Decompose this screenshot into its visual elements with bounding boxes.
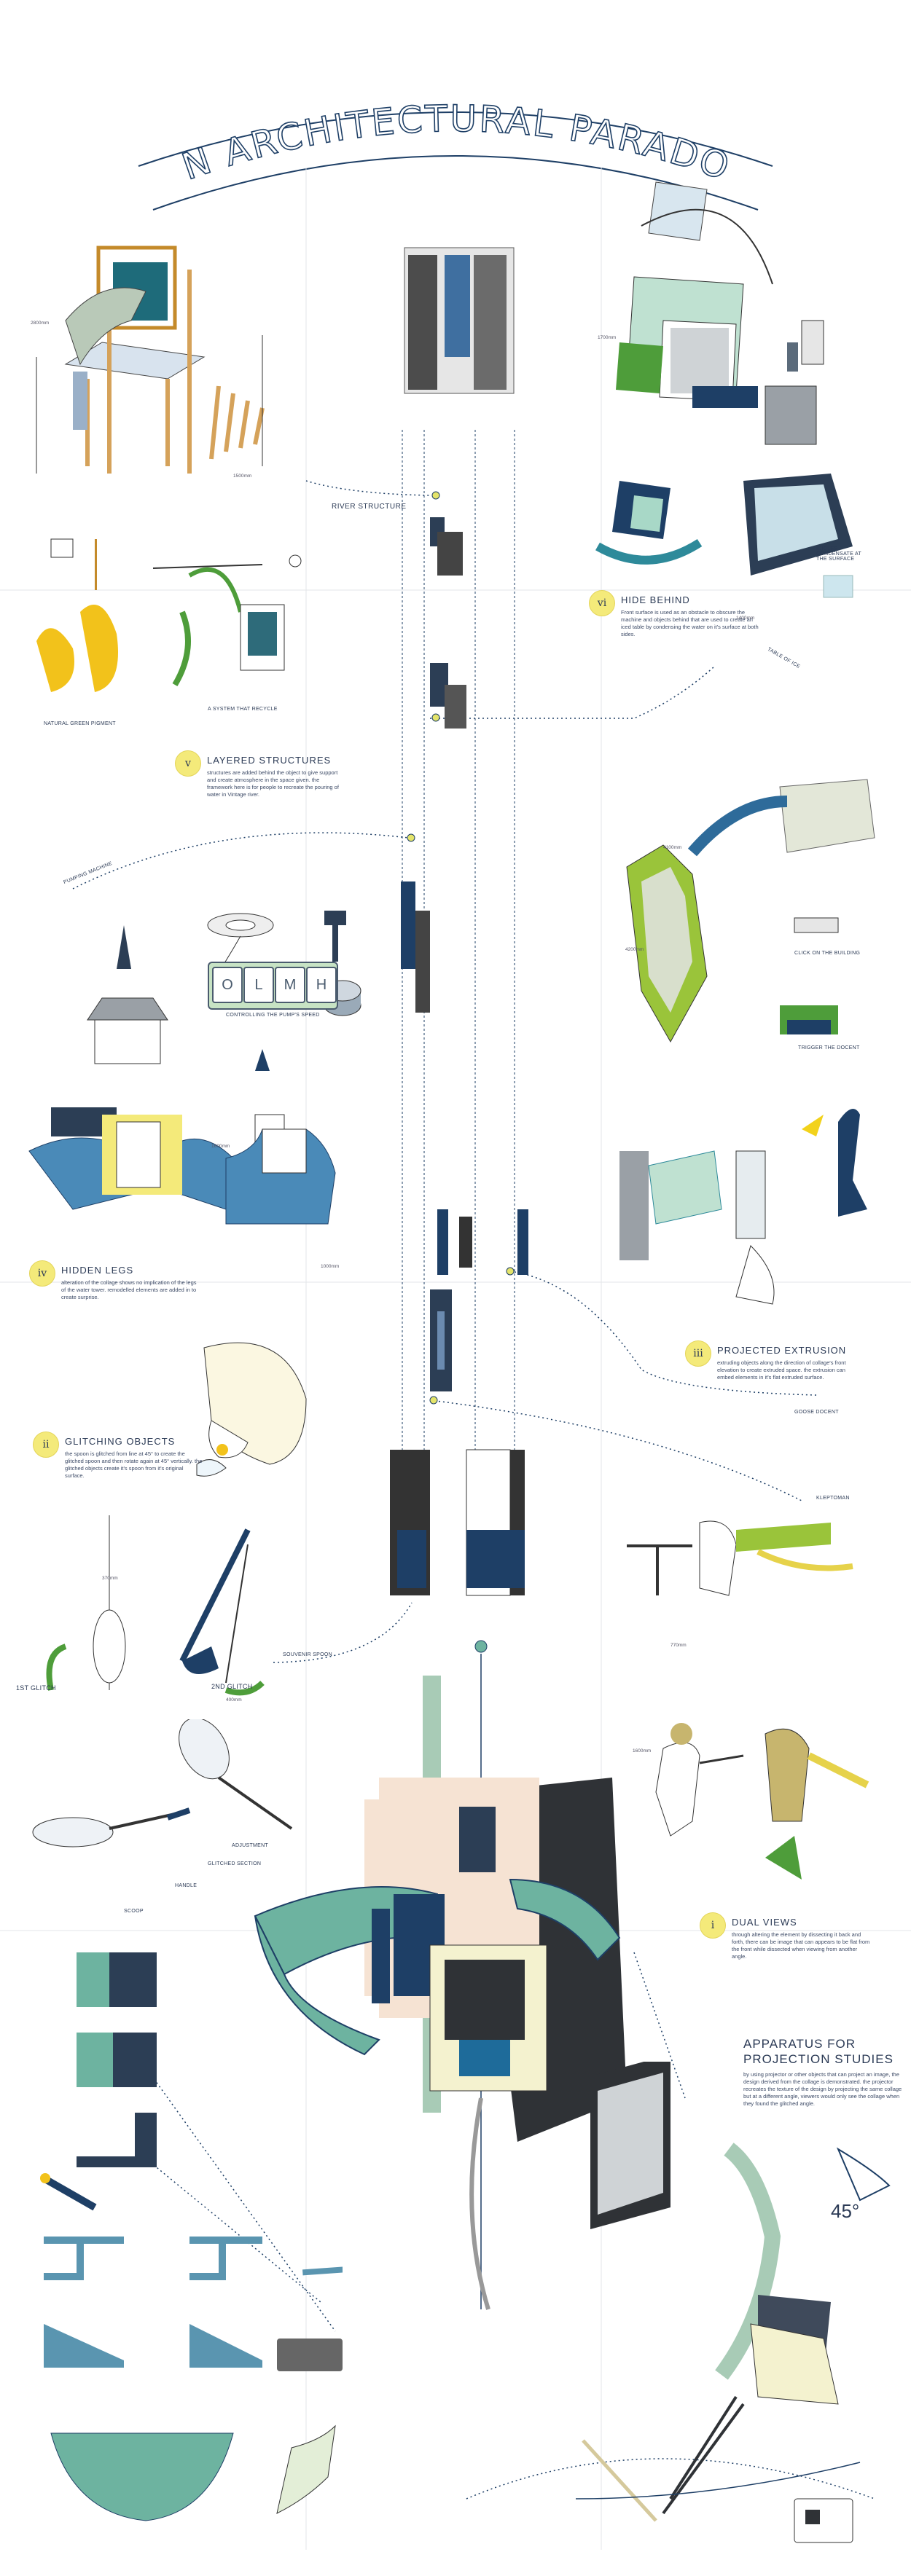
apparatus-text: by using projector or other objects that… <box>743 2071 902 2107</box>
dimension-label: 1000mm <box>321 1264 340 1269</box>
section-text: Front surface is used as an obstacle to … <box>621 609 759 637</box>
central-tower-drawing <box>390 247 528 1596</box>
second-glitch-label: 2nd GLITCH <box>211 1683 253 1690</box>
title-banner: AN ARCHITECTURAL PARADOX <box>0 0 773 211</box>
spoon-part-label: HANDLE <box>175 1883 198 1888</box>
pump-speed-label: CONTROLLING THE PUMP'S SPEED <box>226 1013 320 1018</box>
pigment-label: NATURAL GREEN PIGMENT <box>44 721 116 726</box>
click-building-label: CLICK ON THE BUILDING <box>794 951 861 956</box>
spoon-part-label: GLITCHED SECTION <box>208 1861 262 1866</box>
section-title: GLITCHING OBJECTS <box>65 1436 176 1447</box>
section-title: HIDE BEHIND <box>621 594 690 605</box>
section-title: DUAL VIEWS <box>732 1917 797 1928</box>
river-structure-drawing <box>36 246 265 474</box>
kleptoman-drawing <box>627 1520 869 1880</box>
trigger-docent-label: TRIGGER THE DOCENT <box>798 1045 860 1051</box>
section-numeral: vi <box>589 590 615 616</box>
section-text: extruding objects along the direction of… <box>717 1359 846 1381</box>
spoon-parts-drawing <box>32 1719 293 1847</box>
dimension-label: 1400mm <box>736 616 755 621</box>
section-numeral: iii <box>685 1340 711 1367</box>
section-numeral: i <box>700 1912 726 1939</box>
section-projected-extrusion: iii PROJECTED EXTRUSION extruding object… <box>685 1340 889 1399</box>
section-numeral: iv <box>29 1260 55 1287</box>
face-drawing <box>196 1342 307 1477</box>
ice-table-drawing <box>595 474 853 598</box>
projector-apparatus-drawing <box>575 2062 891 2543</box>
city-and-docent-drawing <box>619 779 875 1305</box>
pump-mode-off[interactable]: O <box>212 967 243 1003</box>
pump-mode-low[interactable]: L <box>243 967 274 1003</box>
spoon-part-label: SCOOP <box>124 1909 144 1914</box>
souvenir-spoon-label: SOUVENIR SPOON <box>283 1652 332 1657</box>
section-dual-views: i DUAL VIEWS through altering the elemen… <box>700 1912 889 1971</box>
recycle-system-drawing <box>36 538 302 692</box>
dimension-label: 4200mm <box>625 947 644 952</box>
section-title: LAYERED STRUCTURES <box>207 755 332 766</box>
ice-machine-drawing <box>616 181 824 445</box>
central-assembly-drawing <box>254 1640 627 2310</box>
parts-library-drawing <box>40 1952 343 2521</box>
ice-condensate-label: ICICLES CONDENSATE AT THE SURFACE <box>816 546 861 562</box>
section-layered-structures: v LAYERED STRUCTURES structures are adde… <box>175 750 386 809</box>
dimension-label: 1600mm <box>211 1144 230 1149</box>
dimension-label: 1500mm <box>233 474 252 479</box>
dimension-label: 400mm <box>226 1697 242 1703</box>
kleptoman-label: KLEPTOMAN <box>816 1496 850 1501</box>
section-text: through altering the element by dissecti… <box>732 1931 870 1960</box>
section-title: PROJECTED EXTRUSION <box>717 1345 847 1356</box>
section-hidden-legs: iv HIDDEN LEGS alteration of the collage… <box>29 1260 233 1319</box>
section-numeral: ii <box>33 1432 59 1458</box>
recycle-label: A SYSTEM THAT RECYCLE <box>208 707 278 712</box>
goose-docent-label: GOOSE DOCENT <box>794 1410 839 1415</box>
pump-mode-medium[interactable]: M <box>275 967 305 1003</box>
apparatus-title: APPARATUS FOR PROJECTION STUDIES <box>743 2037 894 2066</box>
dimension-label: 370mm <box>102 1576 118 1581</box>
section-numeral: v <box>175 750 201 777</box>
dimension-label: 770mm <box>670 1643 687 1648</box>
first-glitch-label: 1st GLITCH <box>16 1684 56 1692</box>
section-text: the spoon is glitched from line at 45° t… <box>65 1450 203 1479</box>
section-glitching-objects: ii GLITCHING OBJECTS the spoon is glitch… <box>33 1432 222 1490</box>
river-structure-label: RIVER STRUCTURE <box>332 503 407 511</box>
section-hide-behind: vi HIDE BEHIND Front surface is used as … <box>589 590 800 648</box>
pump-mode-high[interactable]: H <box>306 967 337 1003</box>
projection-angle-label: 45° <box>831 2200 860 2222</box>
dimension-label: 4100mm <box>663 845 682 850</box>
dimension-label: 1600mm <box>633 1748 652 1754</box>
dimension-label: 1700mm <box>598 335 617 340</box>
dimension-label: 2800mm <box>31 321 50 326</box>
section-text: structures are added behind the object t… <box>207 769 339 798</box>
water-tower-drawing <box>28 925 336 1225</box>
section-title: HIDDEN LEGS <box>61 1265 134 1276</box>
section-text: alteration of the collage shows no impli… <box>61 1279 197 1300</box>
spoon-glitch-drawing <box>46 1515 265 1696</box>
spoon-part-label: ADJUSTMENT <box>232 1843 269 1848</box>
